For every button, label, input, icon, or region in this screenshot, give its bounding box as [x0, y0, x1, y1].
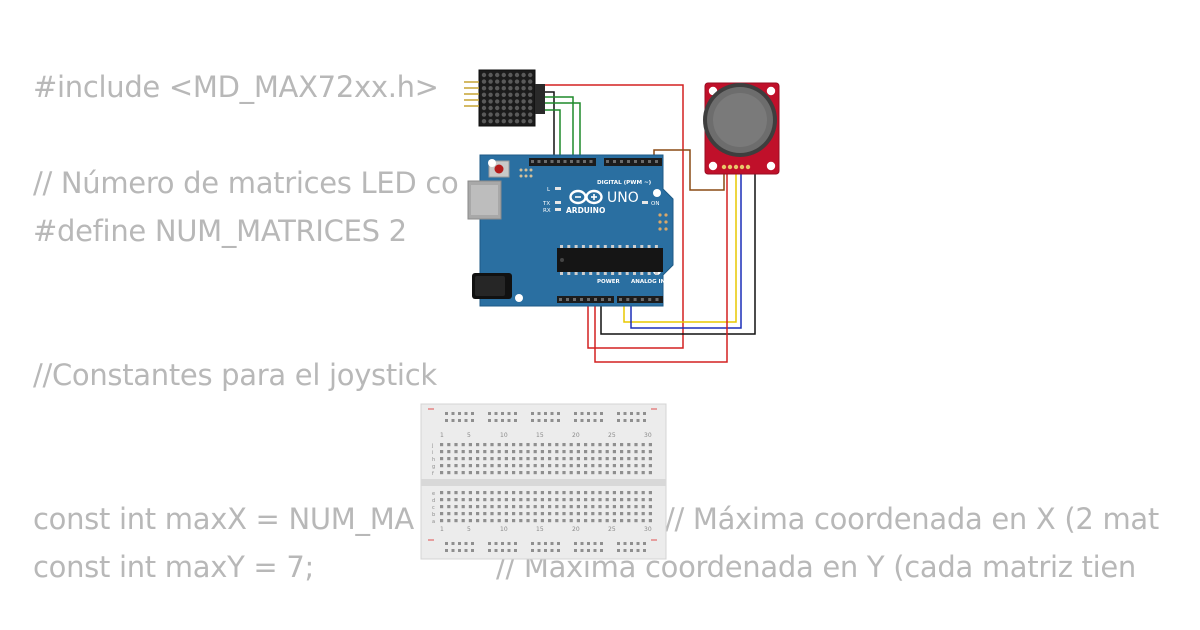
breadboard-holes — [440, 412, 652, 552]
column-number: 25 — [608, 432, 616, 439]
breadboard-row-letters: j i h g f e d c b a — [431, 443, 435, 525]
wire-yellow-joystick-vrx[interactable] — [623, 168, 737, 323]
rx-led — [555, 208, 561, 211]
digital-header-label: DIGITAL (PWM ~) — [597, 180, 652, 186]
wire-blue-joystick-vry[interactable] — [630, 168, 742, 329]
column-number: 1 — [440, 526, 444, 533]
column-number: 15 — [536, 526, 544, 533]
tx-led — [555, 201, 561, 204]
joystick-module[interactable] — [703, 82, 780, 175]
wires — [545, 84, 756, 363]
joystick-pins — [721, 164, 751, 170]
mount-hole — [708, 161, 718, 171]
board-model-label: UNO — [607, 190, 639, 206]
on-led — [642, 201, 648, 204]
code-line: const int maxX = NUM_MA — [33, 502, 414, 536]
icsp-header — [658, 213, 668, 231]
row-letter: b — [432, 512, 435, 518]
row-letter: h — [432, 457, 435, 463]
code-editor-text: #include <MD_MAX72xx.h> // Número de mat… — [33, 70, 1159, 584]
brand-label: ARDUINO — [566, 206, 605, 215]
power-header[interactable] — [557, 296, 614, 303]
arduino-logo — [569, 189, 603, 205]
chip-pins — [560, 245, 658, 275]
wire-black-matrix-gnd[interactable] — [545, 91, 555, 162]
column-number: 1 — [440, 432, 444, 439]
column-number: 20 — [572, 526, 580, 533]
code-comment: // Máxima coordenada en X (2 mat — [665, 502, 1159, 536]
code-line: #include <MD_MAX72xx.h> — [33, 70, 439, 104]
wire-red-joystick-vcc[interactable] — [594, 168, 728, 363]
row-letter: j — [431, 443, 433, 449]
l-led — [555, 187, 561, 190]
on-led-label: ON — [651, 201, 659, 207]
code-line: const int maxY = 7; — [33, 550, 314, 584]
digital-header-right[interactable] — [604, 158, 662, 166]
l-led-label: L — [547, 187, 551, 193]
wire-brown-joystick-sw[interactable] — [653, 149, 725, 191]
analog-header-label: ANALOG IN — [631, 279, 666, 285]
wire-green-matrix-cs[interactable] — [545, 102, 581, 162]
breadboard[interactable]: 1 5 10 15 20 25 30 1 5 10 15 20 25 30 j … — [420, 403, 667, 560]
power-rail-marks — [428, 408, 657, 541]
wire-black-joystick-gnd[interactable] — [600, 168, 756, 335]
led-matrix-module[interactable] — [464, 69, 545, 127]
power-header-label: POWER — [597, 279, 621, 285]
row-letter: c — [432, 505, 435, 511]
row-letter: d — [432, 498, 435, 504]
matrix-led-grid — [481, 72, 533, 124]
atmega-chip — [557, 248, 663, 272]
column-number: 5 — [467, 432, 471, 439]
row-letter: i — [432, 450, 433, 456]
arduino-uno-board[interactable]: DIGITAL (PWM ~) UNO ARDUINO L TX RX ON P… — [467, 154, 674, 307]
column-number: 10 — [500, 526, 508, 533]
code-line: #define NUM_MATRICES 2 — [33, 214, 407, 248]
column-number: 15 — [536, 432, 544, 439]
code-line: //Constantes para el joystick — [33, 358, 437, 392]
digital-header-left[interactable] — [529, 158, 596, 166]
breadboard-column-numbers: 1 5 10 15 20 25 30 1 5 10 15 20 25 30 — [440, 432, 652, 533]
row-letter: g — [432, 464, 435, 470]
column-number: 30 — [644, 432, 652, 439]
rx-led-label: RX — [543, 208, 551, 214]
analog-header[interactable] — [617, 296, 663, 303]
breadboard-center-channel — [421, 479, 666, 486]
column-number: 30 — [644, 526, 652, 533]
row-letter: f — [432, 471, 434, 477]
matrix-header-pins — [464, 81, 479, 107]
wire-red-matrix-vcc[interactable] — [545, 84, 684, 349]
mount-hole — [766, 161, 776, 171]
column-number: 10 — [500, 432, 508, 439]
column-number: 20 — [572, 432, 580, 439]
tx-led-label: TX — [542, 201, 550, 207]
column-number: 25 — [608, 526, 616, 533]
column-number: 5 — [467, 526, 471, 533]
bottom-pin-holes — [559, 298, 659, 301]
mount-hole — [766, 86, 776, 96]
row-letter: a — [432, 519, 435, 525]
wire-green-matrix-clk[interactable] — [545, 109, 561, 162]
digital-pin-holes — [531, 160, 658, 163]
code-line: // Número de matrices LED co — [33, 166, 459, 200]
wire-green-matrix-din[interactable] — [545, 96, 574, 162]
row-letter: e — [432, 491, 435, 497]
